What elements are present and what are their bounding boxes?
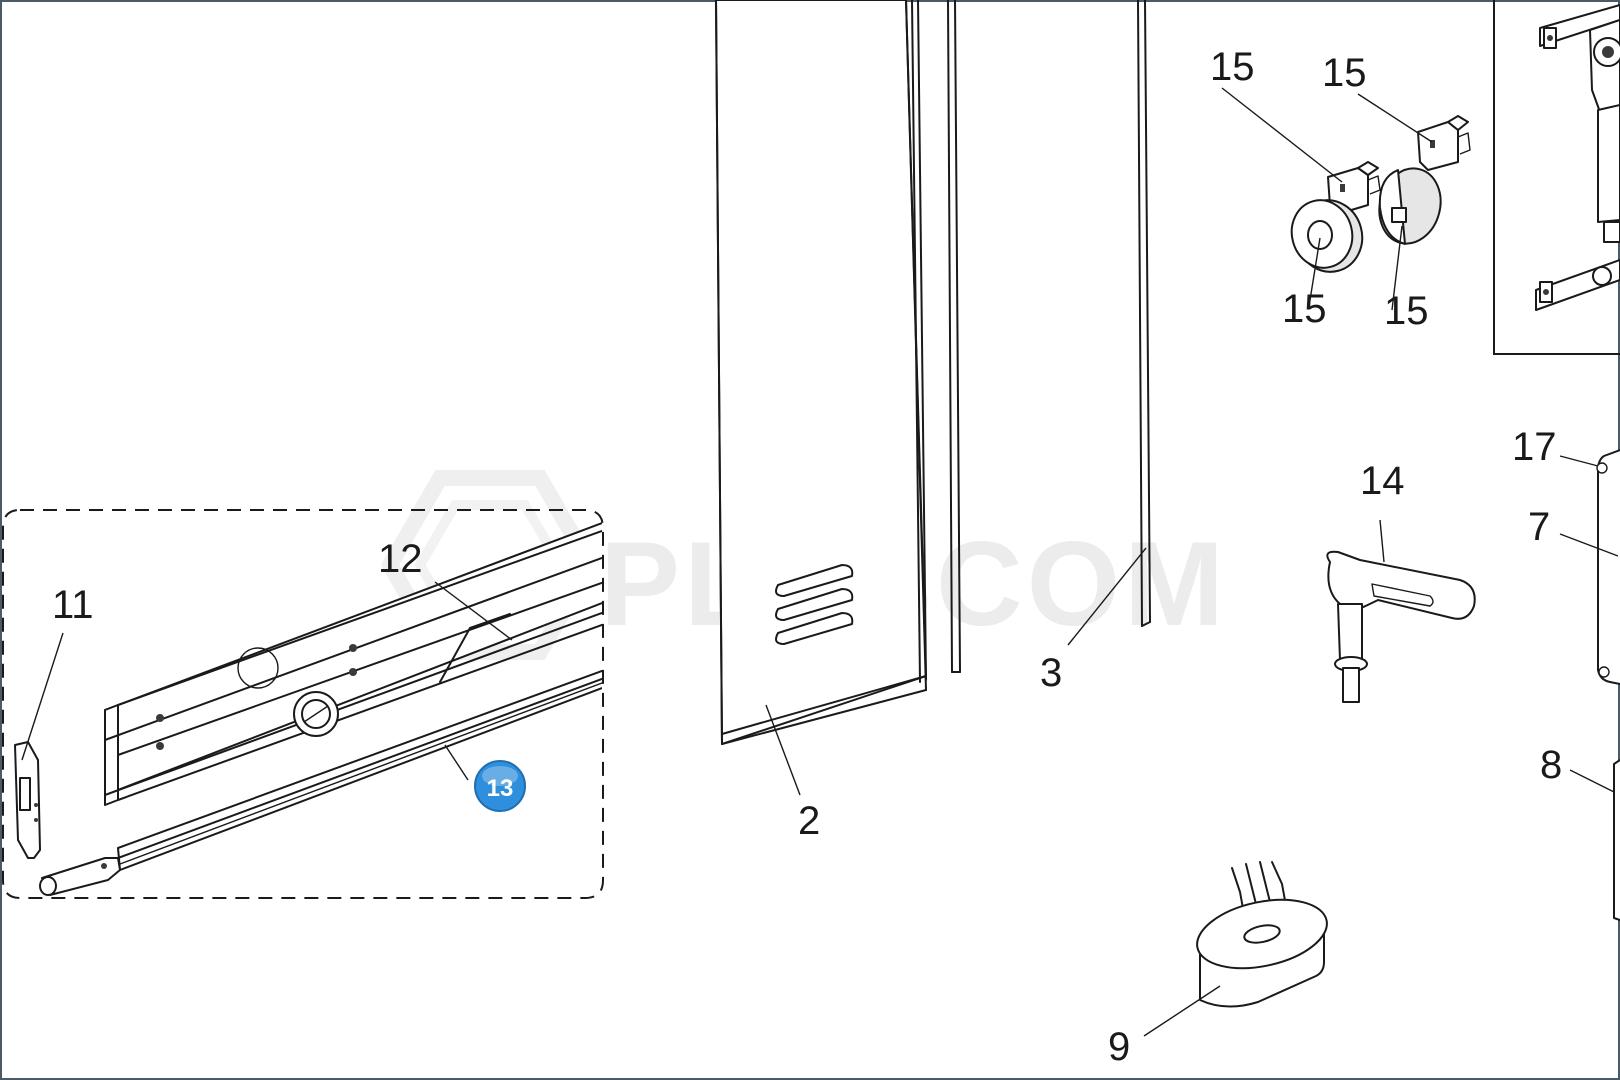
callout-15-top-right: 15 (1322, 51, 1367, 95)
leader-11 (21, 632, 64, 761)
leader-13 (444, 744, 469, 781)
ring-left (1290, 199, 1364, 273)
part-12-rail-profile (104, 521, 602, 806)
part-14-door-handle: 14 (1326, 459, 1476, 703)
leader-12 (434, 581, 513, 641)
leader-7 (1559, 533, 1619, 557)
badge-13-label: 13 (487, 775, 514, 802)
leader-15d (1391, 225, 1403, 311)
part-15-hinge-clips: 15 15 15 15 (1210, 45, 1471, 333)
callout-8: 8 (1540, 743, 1562, 787)
callout-15-bottom-right: 15 (1384, 289, 1429, 333)
callout-9: 9 (1108, 1025, 1130, 1069)
part-9-sensor-ring: 9 (1108, 861, 1328, 1069)
hinge-assembly-inset (1493, 0, 1620, 355)
leader-14 (1379, 519, 1385, 563)
callout-7: 7 (1528, 505, 1550, 549)
detail-dashed-border (1, 509, 604, 899)
gasket-strip (947, 0, 961, 673)
leader-15c (1309, 237, 1321, 301)
callout-3: 3 (1040, 651, 1062, 695)
clip-right (1417, 115, 1471, 171)
leader-8 (1569, 769, 1615, 793)
part-2-door-panel: 2 (715, 0, 927, 843)
part-8-bracket: 8 (1540, 743, 1620, 921)
leader-15a (1221, 87, 1343, 183)
leader-2 (765, 704, 801, 796)
callout-15-bottom-left: 15 (1282, 287, 1327, 331)
callout-14: 14 (1360, 459, 1405, 503)
callout-11: 11 (52, 583, 94, 627)
part-3-strip: 3 (1040, 0, 1151, 695)
callout-13-badge: 13 (474, 760, 526, 812)
callout-17: 17 (1512, 425, 1557, 469)
ring-right (1378, 167, 1442, 245)
callout-15-top-left: 15 (1210, 45, 1255, 89)
leader-17 (1559, 455, 1599, 467)
leader-9 (1143, 985, 1221, 1037)
callout-12: 12 (378, 537, 423, 581)
vent-louvers (775, 564, 854, 645)
callout-2: 2 (798, 799, 820, 843)
leader-3 (1067, 547, 1147, 646)
part-7-side-panel: 17 7 (1512, 425, 1620, 685)
detail-box-rail-assembly: 12 11 13 (1, 509, 604, 899)
part-17-screw (1596, 462, 1608, 474)
leader-15b (1357, 93, 1433, 143)
part-11-end-cap (14, 741, 41, 859)
part-13-seal-strip (39, 669, 602, 896)
